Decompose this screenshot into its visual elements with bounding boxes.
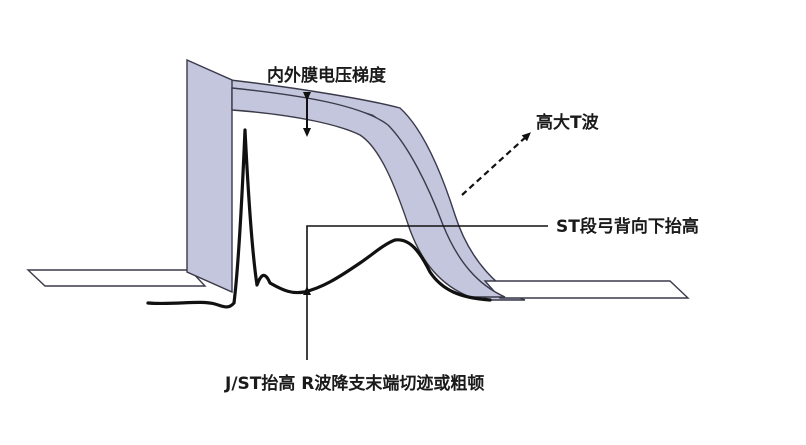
baseline-left-band <box>26 269 207 287</box>
upstroke-band <box>186 58 233 294</box>
tall-t-arrow <box>461 132 531 196</box>
st-elevation-bracket <box>306 225 548 290</box>
label-st-elevation: ST段弓背向下抬高 <box>556 216 699 237</box>
plateau-front-band <box>231 87 506 298</box>
label-bottom: J/ST抬高 R波降支末端切迹或粗顿 <box>224 373 484 394</box>
ecg-trace <box>146 128 492 309</box>
label-gradient: 内外膜电压梯度 <box>267 65 387 86</box>
label-tall-t: 高大T波 <box>536 112 600 133</box>
baseline-right-band <box>483 280 690 299</box>
